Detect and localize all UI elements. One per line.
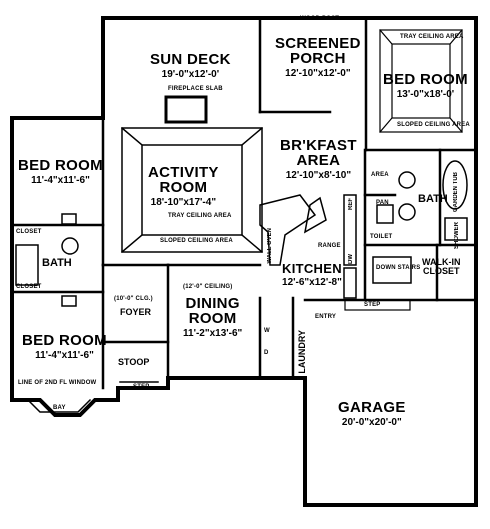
entry-label: ENTRY [315,314,337,320]
activity-sloped-note: SLOPED CEILING AREA [160,238,233,244]
master-tray-ceiling [379,29,463,133]
left-bath-fixtures [15,213,79,307]
kitchen-counters [259,194,357,299]
sun-deck-label: SUN DECK 19'-0"x12'-0' [150,51,231,80]
closet-left-2-label: CLOSET [16,284,42,290]
bay-note: BAY [53,405,66,411]
bed-room-1-label: BED ROOM 11'-4"x11'-6" [18,157,103,186]
brkfast-area-label: BR'KFAST AREA 12'-10"x8'-10" [280,137,357,181]
exterior-walls [10,16,478,507]
tray-ceiling-lines [120,126,264,254]
step2-note: STEP [364,302,381,308]
foyer-ceiling-note: (10'-0" CLG.) [114,296,153,302]
down-stairs [372,256,412,284]
bay-window [26,398,92,413]
wood-post-note: WOOD POST [300,16,340,22]
ref-note: REF [348,198,354,210]
master-sloped-note: SLOPED CEILING AREA [397,122,470,128]
screened-porch-label: SCREENED PORCH 12'-10"x12'-0" [275,35,361,79]
dining-room-label: DINING ROOM 11'-2"x13'-6" [183,295,243,339]
bed-room-2-label: BED ROOM 11'-4"x11'-6" [22,332,107,361]
fireplace-note: FIREPLACE SLAB [168,86,223,92]
master-bed-room-label: BED ROOM 13'-0"x18'-0' [383,71,468,100]
stoop-label: STOOP [118,357,150,367]
bath-right-label: BATH [418,193,448,205]
walk-in-closet-label: WALK-IN CLOSET [422,257,461,276]
bath-left-label: BATH [42,257,72,269]
area-note: AREA [371,172,389,178]
wall-oven-note: WALL OVEN [267,228,273,264]
line-of-roof-note: LINE OF 2ND FL WINDOW [18,380,97,386]
fireplace [164,95,208,124]
range-note: RANGE [318,243,341,249]
interior-walls [10,16,478,390]
master-tray-note: TRAY CEILING AREA [400,34,464,40]
dry-note: D [264,350,269,356]
down-stairs-note: DOWN STAIRS [376,265,421,271]
garage-step [344,299,411,311]
step-note: STEP [133,384,150,390]
wash-note: W [264,328,270,334]
kitchen-label: KITCHEN 12'-6"x12'-8" [282,261,342,288]
closet-left-1-label: CLOSET [16,229,42,235]
pantry-note: PAN [376,200,389,206]
foyer-label: FOYER [120,307,152,317]
dining-ceiling-note: (12'-0" CEILING) [183,284,233,290]
shower-note: SHOWER [454,222,460,249]
master-bath-fixtures [376,160,468,241]
disw-note: DW [348,254,354,264]
garden-tub-note: GARDEN TUB [453,172,459,212]
laundry-label: LAUNDRY [297,330,307,374]
garage-label: GARAGE 20'-0"x20'-0" [338,399,406,428]
activity-room-label: ACTIVITY ROOM 18'-10"x17'-4" [148,164,219,208]
toilet-label: TOILET [370,234,393,240]
activity-tray-note: TRAY CEILING AREA [168,213,232,219]
